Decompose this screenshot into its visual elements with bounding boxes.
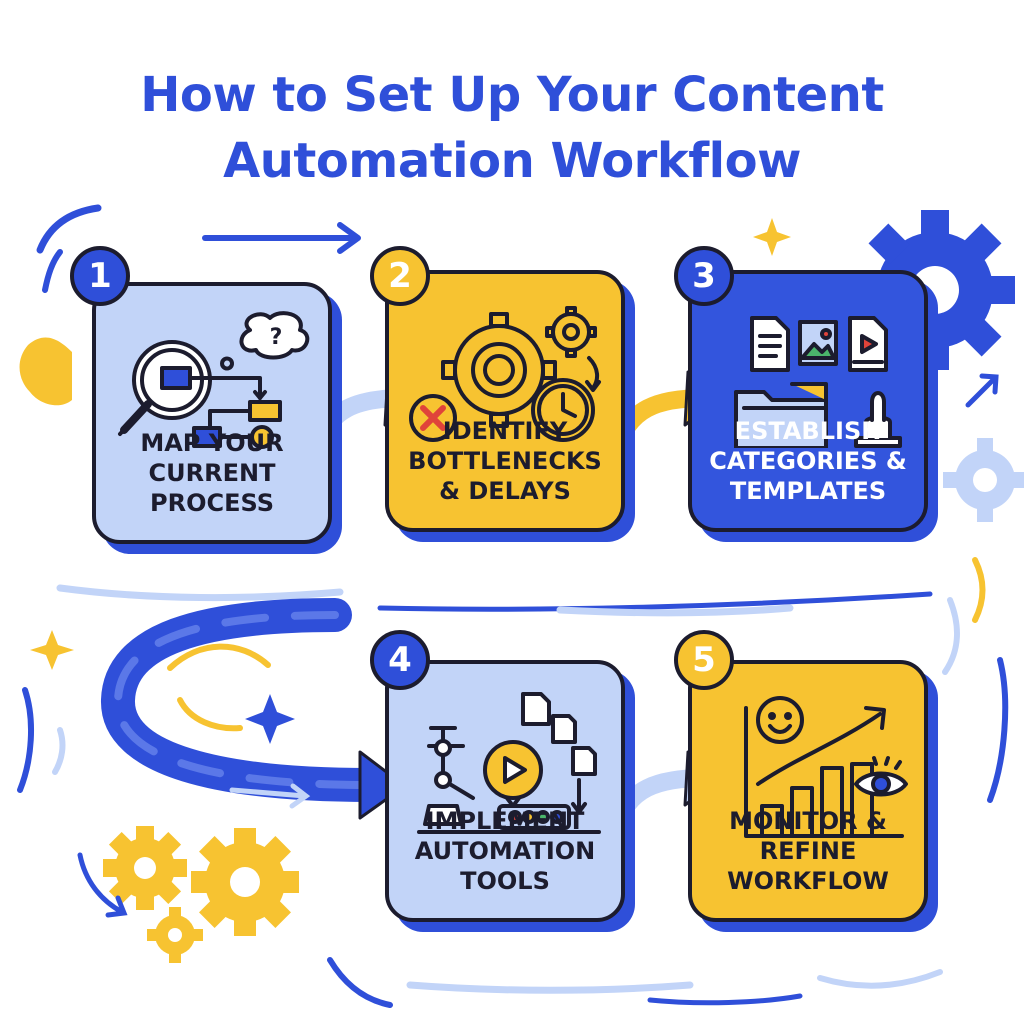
step-5-line-2: REFINE xyxy=(759,837,857,865)
squiggle-right-blue xyxy=(942,597,960,675)
top-arrow-head xyxy=(337,222,361,254)
step-4-line-3: TOOLS xyxy=(460,867,550,895)
arrow-right-small xyxy=(965,375,998,408)
squiggle-top-left-2 xyxy=(42,249,63,293)
big-s-connector-head xyxy=(358,750,407,820)
step-label-3: ESTABLISH CATEGORIES & TEMPLATES xyxy=(692,416,924,506)
step-label-4: IMPLEMENT AUTOMATION TOOLS xyxy=(389,806,621,896)
step-1-line-3: PROCESS xyxy=(150,489,274,517)
step-label-2: IDENTIFY BOTTLENECKS & DELAYS xyxy=(389,416,621,506)
step-card-3: ESTABLISH CATEGORIES & TEMPLATES xyxy=(688,270,928,532)
step-number-badge-5: 5 xyxy=(674,630,734,690)
squiggle-bottom-4 xyxy=(817,969,943,989)
arrow-bottom-left-head xyxy=(105,895,128,918)
step-2-line-3: & DELAYS xyxy=(439,477,571,505)
gears-clock-icon xyxy=(409,306,601,442)
squiggle-right-yellow xyxy=(972,557,986,623)
gear-icon-bottom-left-2 xyxy=(191,828,299,936)
star-icon-top xyxy=(753,218,791,256)
step-5-line-1: MONITOR & xyxy=(729,807,887,835)
yellow-blob xyxy=(19,337,73,406)
step-label-1: MAP YOUR CURRENT PROCESS xyxy=(96,428,328,518)
magnifier-flowchart-icon: ? xyxy=(118,311,310,449)
step-2-line-1: IDENTIFY xyxy=(442,417,568,445)
step-card-1: ? MAP YOUR CURRENT PROCESS xyxy=(92,282,332,544)
squiggle-right-blue-2 xyxy=(987,657,1009,803)
underline-row1 xyxy=(56,584,344,602)
star-icon-left xyxy=(30,630,74,670)
yellow-arc-left xyxy=(167,643,271,671)
step-card-4: IMPLEMENT AUTOMATION TOOLS xyxy=(385,660,625,922)
step-number-badge-3: 3 xyxy=(674,246,734,306)
step-4-line-2: AUTOMATION xyxy=(414,837,596,865)
squiggle-left-blue xyxy=(17,687,34,793)
arrow-bottom-left xyxy=(77,852,125,915)
robot-arm-icon xyxy=(417,692,601,834)
title-line-1: How to Set Up Your Content xyxy=(140,67,884,123)
svg-text:?: ? xyxy=(270,325,283,350)
step-4-line-1: IMPLEMENT xyxy=(425,807,585,835)
step-3-line-2: CATEGORIES & xyxy=(709,447,907,475)
underline-row1-b xyxy=(377,591,933,612)
squiggle-left-blue-2 xyxy=(52,727,66,775)
step-3-line-1: ESTABLISH xyxy=(734,417,882,445)
title-line-2: Automation Workflow xyxy=(223,133,801,189)
underline-row1-c xyxy=(556,604,794,617)
squiggle-top-left xyxy=(36,204,102,254)
gear-icon-bottom-left-3 xyxy=(147,907,203,963)
arrow-right-small-head xyxy=(979,373,999,395)
step-number-badge-2: 2 xyxy=(370,246,430,306)
s-inner-arrow xyxy=(229,787,308,799)
step-card-2: IDENTIFY BOTTLENECKS & DELAYS xyxy=(385,270,625,532)
gear-icon-bottom-left-1 xyxy=(103,826,187,910)
gear-icon-right-light xyxy=(943,438,1024,522)
sparkle-icon-mid xyxy=(245,694,295,744)
step-3-line-3: TEMPLATES xyxy=(729,477,887,505)
step-number-badge-4: 4 xyxy=(370,630,430,690)
step-1-line-2: CURRENT xyxy=(148,459,276,487)
s-inner-arrow-head xyxy=(289,783,311,809)
step-1-line-1: MAP YOUR xyxy=(140,429,284,457)
folder-files-icon xyxy=(734,316,902,448)
step-2-line-2: BOTTLENECKS xyxy=(408,447,602,475)
squiggle-bottom-3 xyxy=(647,993,803,1006)
squiggle-bottom-2 xyxy=(406,981,694,994)
page-title: How to Set Up Your Content Automation Wo… xyxy=(0,62,1024,194)
big-s-connector-inner xyxy=(113,611,374,789)
growth-chart-icon xyxy=(744,696,908,838)
step-5-line-3: WORKFLOW xyxy=(727,867,889,895)
step-number-badge-1: 1 xyxy=(70,246,130,306)
step-label-5: MONITOR & REFINE WORKFLOW xyxy=(692,806,924,896)
squiggle-bottom xyxy=(327,957,393,1008)
yellow-arc-left-2 xyxy=(177,697,243,732)
step-card-5: MONITOR & REFINE WORKFLOW xyxy=(688,660,928,922)
